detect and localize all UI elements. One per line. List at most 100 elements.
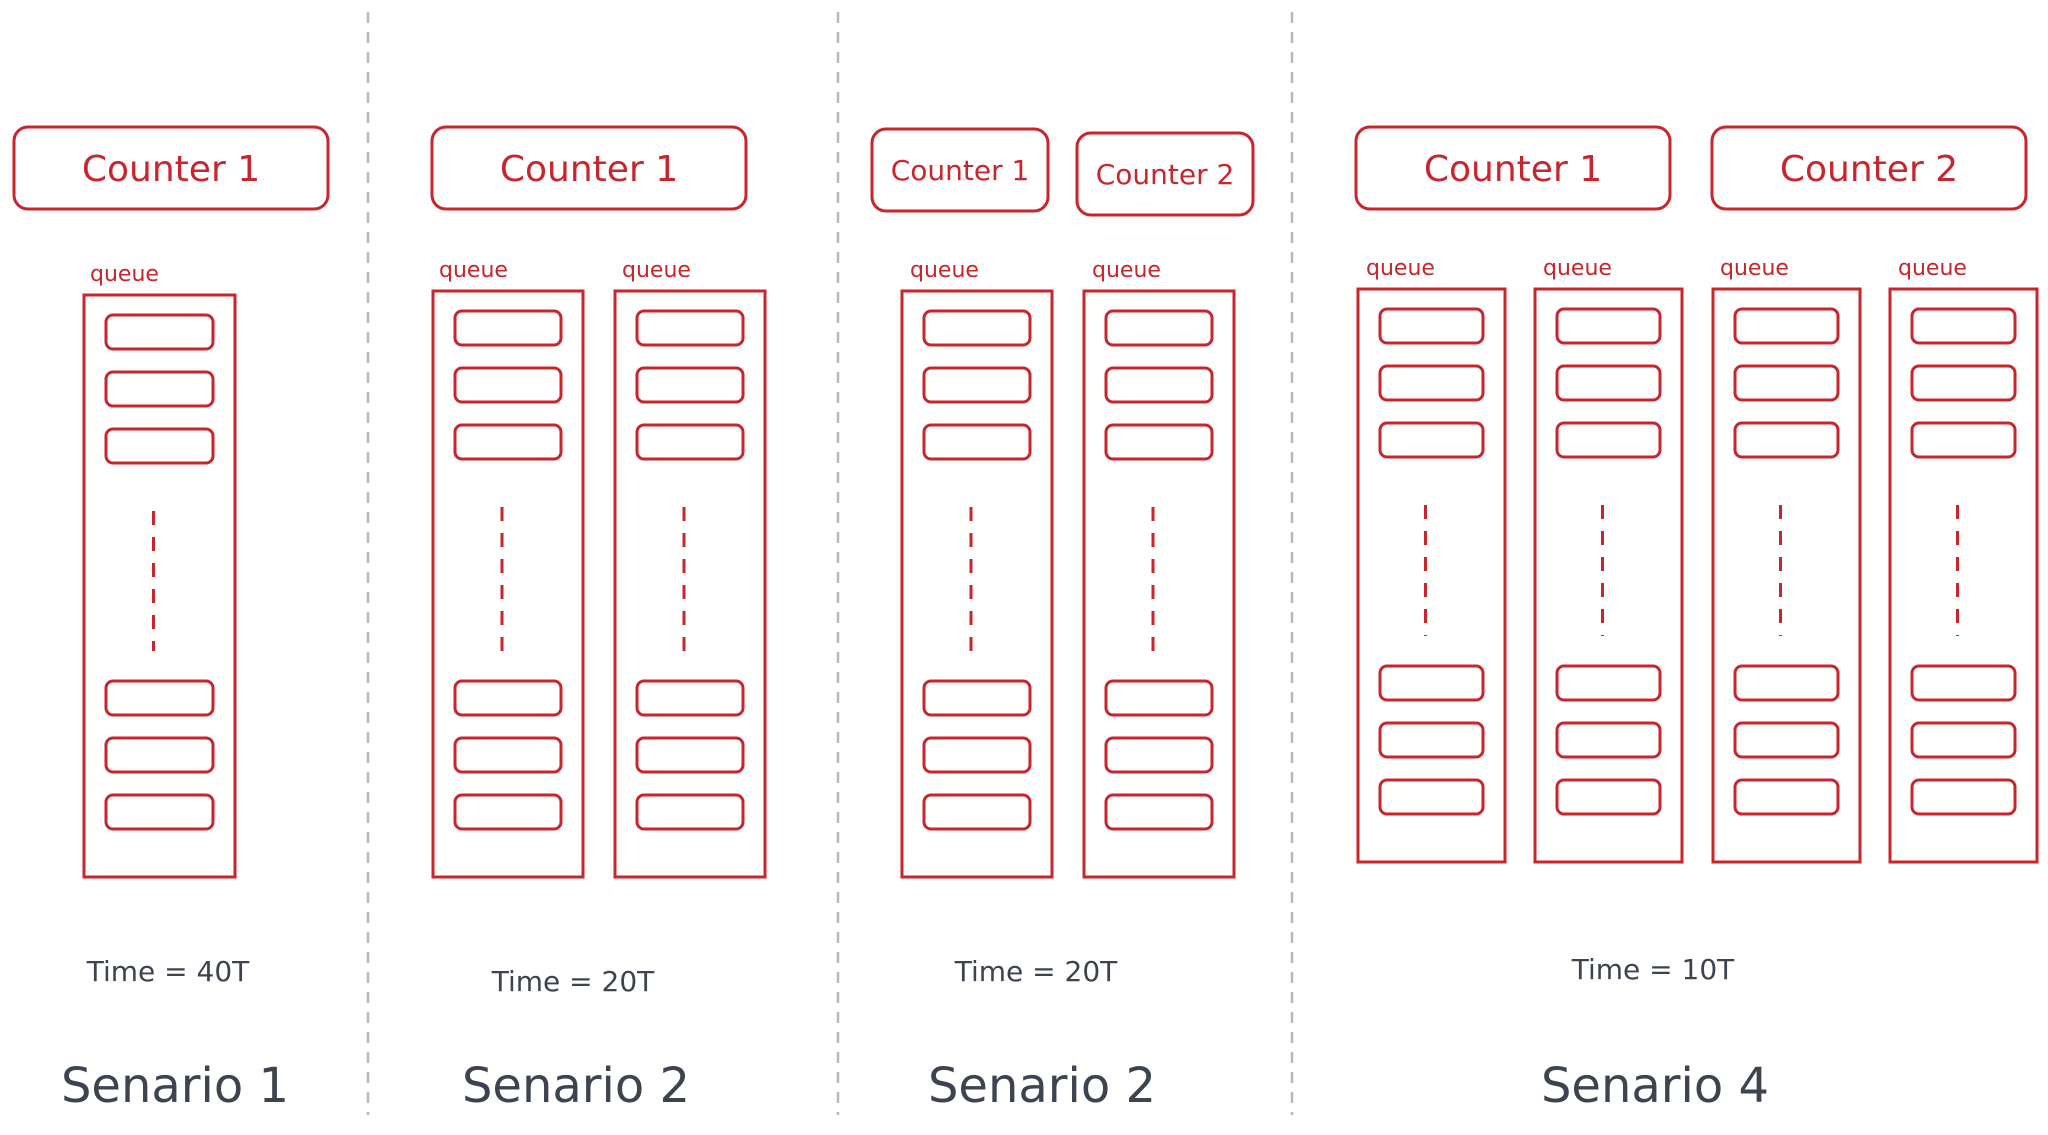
queue-slot (1555, 778, 1662, 816)
queue-slot (1910, 364, 2017, 402)
queue-slot (1910, 421, 2017, 459)
queue-label: queue (1092, 258, 1161, 283)
queue-label: queue (1543, 256, 1612, 281)
counter-outline (1075, 131, 1255, 217)
queue-slot (635, 423, 745, 461)
queue-label: queue (90, 262, 159, 287)
queue-slot (104, 793, 215, 831)
time-label: Time = 40T (86, 955, 250, 988)
queue-slot (922, 366, 1032, 404)
queue-slot (1910, 307, 2017, 345)
queue-slot (1378, 307, 1485, 345)
counter-label: Counter 1 (82, 149, 260, 190)
queue-slot (922, 736, 1032, 774)
queue-slot (1378, 364, 1485, 402)
counter-box: Counter 1 (430, 125, 748, 211)
queue-slot (104, 736, 215, 774)
counter-box: Counter 1 (1354, 125, 1672, 211)
queue-slot (453, 679, 563, 717)
queue-slot (453, 423, 563, 461)
queue-slot (1104, 736, 1214, 774)
queue-slot (1555, 307, 1662, 345)
queue-slot (922, 793, 1032, 831)
queue-label: queue (910, 258, 979, 283)
counter-outline (430, 125, 748, 211)
queue-slot (1733, 778, 1840, 816)
queue: queue (900, 258, 1054, 879)
scenario-4: Counter 1 Counter 2 queue queue queue queueTi… (1354, 125, 2039, 1114)
queue-slot (1555, 664, 1662, 702)
queue-slot (1378, 721, 1485, 759)
queue-outline (900, 289, 1054, 879)
queue-slot (104, 313, 215, 351)
counter-outline (12, 125, 330, 211)
queue-slot (453, 309, 563, 347)
queue-slot (922, 679, 1032, 717)
queue-slot (1378, 778, 1485, 816)
queue: queue (613, 258, 767, 879)
queue-slot (635, 366, 745, 404)
queue-label: queue (1720, 256, 1789, 281)
time-label: Time = 20T (491, 965, 655, 998)
queue: queue (82, 262, 237, 879)
queue-slot (922, 309, 1032, 347)
counter-label: Counter 1 (891, 154, 1030, 187)
queue-outline (1356, 287, 1507, 864)
queue-slot (104, 679, 215, 717)
queue-slot (635, 679, 745, 717)
queue: queue (1082, 258, 1236, 879)
scenario-title: Senario 2 (462, 1058, 690, 1114)
queue-slot (1733, 364, 1840, 402)
queue-slot (1733, 664, 1840, 702)
scenario-title: Senario 4 (1541, 1058, 1769, 1114)
queue-slot (1378, 664, 1485, 702)
queue-slot (453, 736, 563, 774)
queue-slot (1733, 307, 1840, 345)
queue-slot (104, 370, 215, 408)
queue-label: queue (439, 258, 508, 283)
queue-slot (1555, 364, 1662, 402)
queue-outline (1533, 287, 1684, 864)
queue-slot (453, 366, 563, 404)
queue: queue (1888, 256, 2039, 864)
queue-slot (1104, 423, 1214, 461)
queue-slot (104, 427, 215, 465)
time-label: Time = 10T (1571, 953, 1735, 986)
queue-slot (635, 309, 745, 347)
counter-label: Counter 2 (1780, 149, 1958, 190)
queue-label: queue (1898, 256, 1967, 281)
counter-box: Counter 2 (1075, 131, 1255, 217)
queue: queue (431, 258, 585, 879)
queue-slot (1910, 778, 2017, 816)
counter-box: Counter 1 (12, 125, 330, 211)
queue: queue (1533, 256, 1684, 864)
queue-slot (635, 793, 745, 831)
queue-slot (1378, 421, 1485, 459)
queue-slot (1910, 721, 2017, 759)
queue-slot (1555, 421, 1662, 459)
counter-label: Counter 2 (1096, 158, 1235, 191)
queue-slot (1555, 721, 1662, 759)
queue-label: queue (622, 258, 691, 283)
queue-slot (1104, 309, 1214, 347)
queue-slot (1104, 793, 1214, 831)
counter-outline (1710, 125, 2028, 211)
queue-slot (922, 423, 1032, 461)
queue: queue (1356, 256, 1507, 864)
queue-outline (82, 293, 237, 879)
counter-box: Counter 2 (1710, 125, 2028, 211)
queue-outline (431, 289, 585, 879)
scenario-title: Senario 1 (61, 1058, 289, 1114)
queue-slot (635, 736, 745, 774)
queue-outline (1888, 287, 2039, 864)
counter-outline (870, 127, 1050, 213)
queue-outline (1711, 287, 1862, 864)
time-label: Time = 20T (954, 955, 1118, 988)
counter-label: Counter 1 (500, 149, 678, 190)
counter-outline (1354, 125, 1672, 211)
counter-box: Counter 1 (870, 127, 1050, 213)
